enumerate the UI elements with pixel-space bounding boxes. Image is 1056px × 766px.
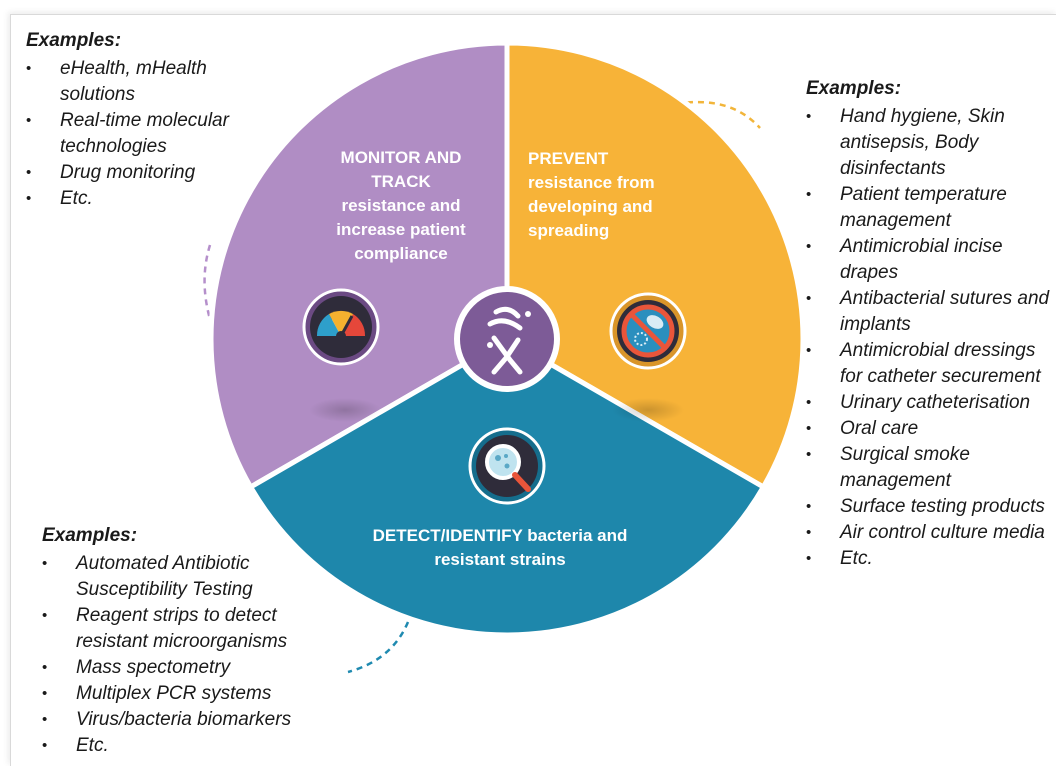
- segment-monitor-head: MONITOR AND TRACK: [340, 148, 462, 191]
- example-item: Oral care: [806, 416, 1056, 442]
- gauge-icon: [302, 288, 380, 366]
- example-item: eHealth, mHealth solutions: [26, 56, 276, 108]
- connector-right: [675, 100, 761, 129]
- example-item: Etc.: [806, 546, 1056, 572]
- example-item: Urinary catheterisation: [806, 390, 1056, 416]
- figure-frame: [10, 14, 1056, 766]
- example-item: Hand hygiene, Skin antisepsis, Body disi…: [806, 104, 1056, 182]
- connector-bottom: [347, 621, 410, 674]
- segment-detect-body: bacteria and resistant strains: [434, 526, 628, 569]
- segment-prevent-text: PREVENT resistance from developing and s…: [528, 147, 708, 243]
- no-bacteria-icon: [609, 292, 687, 370]
- magnifier-bacteria-icon: [468, 427, 546, 505]
- examples-right: Examples: Hand hygiene, Skin antisepsis,…: [806, 78, 1056, 572]
- segment-prevent: [504, 40, 806, 491]
- example-item: Antimicrobial dressings for catheter sec…: [806, 338, 1056, 390]
- example-item: Real-time molecular technologies: [26, 108, 276, 160]
- example-item: Drug monitoring: [26, 160, 276, 186]
- example-item: Antimicrobial incise drapes: [806, 234, 1056, 286]
- example-item: Surface testing products: [806, 494, 1056, 520]
- example-item: Antibacterial sutures and implants: [806, 286, 1056, 338]
- examples-right-heading: Examples:: [806, 78, 902, 99]
- person-dna-icon: [487, 306, 531, 375]
- connector-left: [203, 244, 220, 343]
- example-item: Mass spectometry: [42, 655, 342, 681]
- segment-detect-head: DETECT/IDENTIFY: [372, 526, 523, 545]
- example-item: Etc.: [42, 733, 342, 759]
- example-item: Multiplex PCR systems: [42, 681, 342, 707]
- example-item: Patient temperature management: [806, 182, 1056, 234]
- examples-bottom-list: Automated Antibiotic Susceptibility Test…: [42, 551, 342, 759]
- example-item: Air control culture media: [806, 520, 1056, 546]
- examples-bottom-heading: Examples:: [42, 525, 138, 546]
- examples-left-list: eHealth, mHealth solutionsReal-time mole…: [26, 56, 276, 212]
- example-item: Surgical smoke management: [806, 442, 1056, 494]
- examples-bottom: Examples: Automated Antibiotic Susceptib…: [42, 525, 342, 759]
- example-item: Automated Antibiotic Susceptibility Test…: [42, 551, 342, 603]
- example-item: Virus/bacteria biomarkers: [42, 707, 342, 733]
- example-item: Reagent strips to detect resistant micro…: [42, 603, 342, 655]
- examples-left: Examples: eHealth, mHealth solutionsReal…: [26, 30, 276, 212]
- segment-prevent-body: resistance from developing and spreading: [528, 173, 655, 240]
- segment-detect-text: DETECT/IDENTIFY bacteria and resistant s…: [360, 524, 640, 572]
- segment-monitor-body: resistance and increase patient complian…: [336, 196, 466, 263]
- segment-monitor-text: MONITOR AND TRACK resistance and increas…: [316, 146, 486, 266]
- segment-prevent-head: PREVENT: [528, 149, 609, 168]
- center-circle: [454, 286, 560, 392]
- examples-left-heading: Examples:: [26, 30, 122, 51]
- example-item: Etc.: [26, 186, 276, 212]
- examples-right-list: Hand hygiene, Skin antisepsis, Body disi…: [806, 104, 1056, 572]
